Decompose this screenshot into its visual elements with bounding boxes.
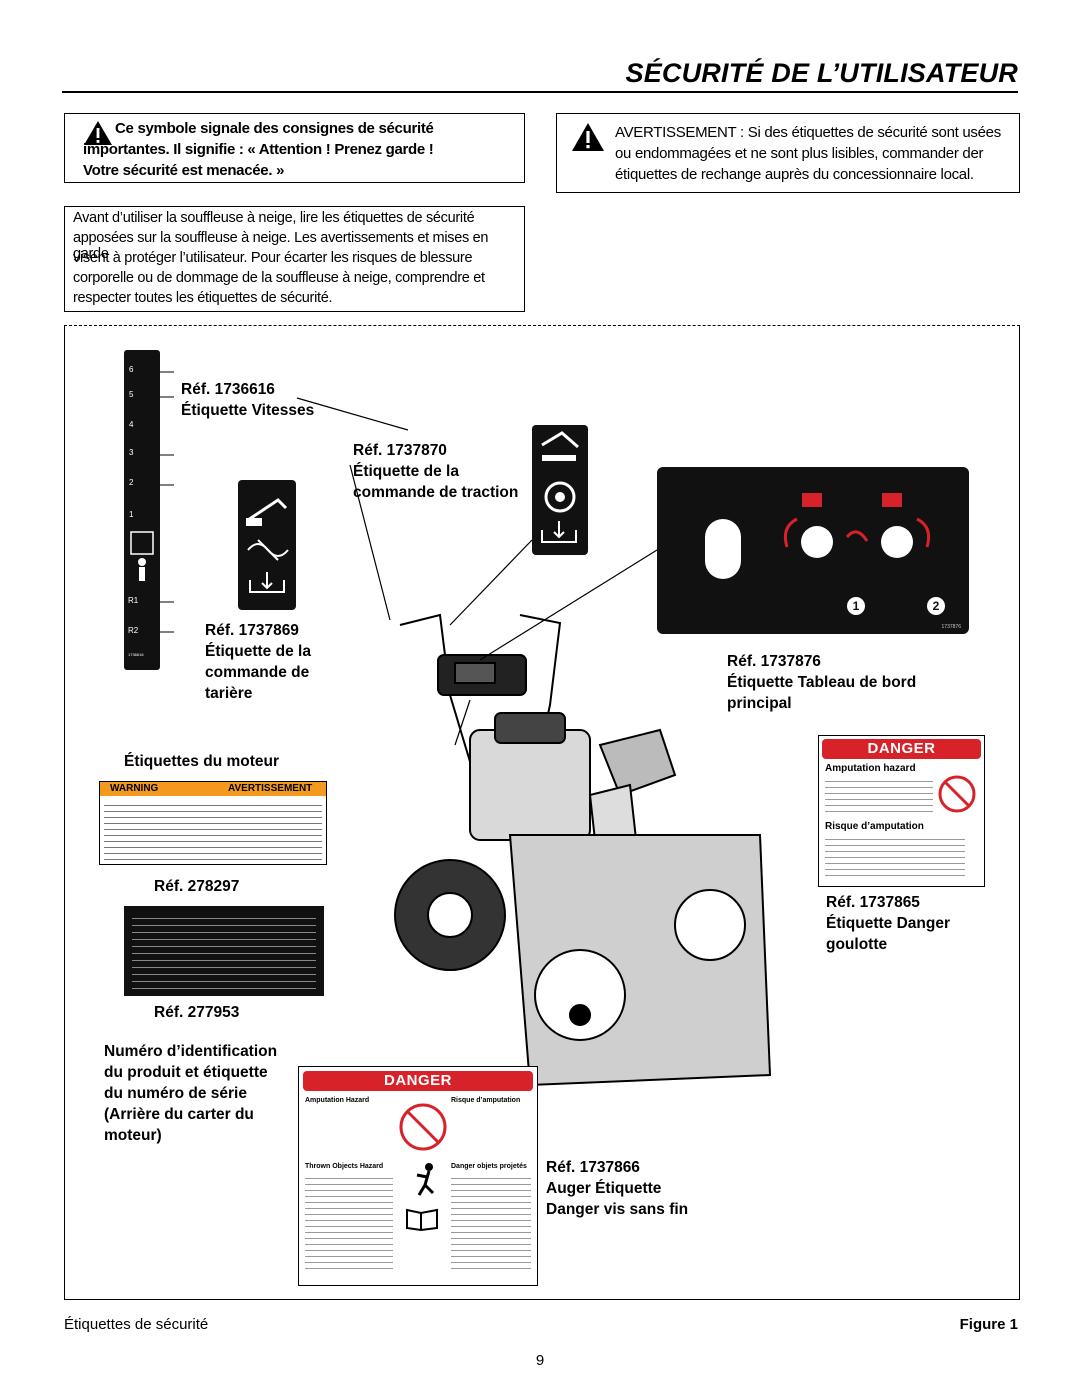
danger-auger-col1-heading: Amputation Hazard (305, 1097, 370, 1104)
danger-auger-en-text (305, 1173, 393, 1269)
engine-warning-fine-print (104, 800, 322, 860)
dash-red-figure-2 (882, 493, 902, 507)
intro-line3: visent à protéger l’utilisateur. Pour éc… (73, 250, 473, 266)
etq-vis-1: Auger Étiquette (546, 1180, 662, 1197)
speed-tick-4: 4 (129, 420, 134, 429)
speed-tick-r1: R1 (128, 596, 139, 605)
intro-line5: respecter toutes les étiquettes de sécur… (73, 290, 333, 306)
dash-oval-key (705, 519, 741, 579)
traction-control-label-graphic (532, 425, 588, 555)
ref-1737876: Réf. 1737876 (727, 653, 821, 670)
ref-1737870: Réf. 1737870 (353, 442, 447, 459)
danger-auger-col2-heading: Risque d’amputation (451, 1097, 521, 1104)
danger-auger-label: DANGER Amputation Hazard Risque d’amputa… (298, 1066, 538, 1286)
etq-goulotte-1: Étiquette Danger (826, 915, 951, 932)
ident-2: du produit et étiquette (104, 1064, 268, 1081)
dash-panel-label: 1 2 1737876 (657, 467, 969, 634)
speed-tick-1: 1 (129, 510, 134, 519)
danger-chute-label: DANGER Amputation hazard Risque d’amputa… (818, 735, 985, 887)
etq-tableau-1: Étiquette Tableau de bord (727, 674, 917, 691)
speed-part-no: 1736616 (128, 652, 144, 657)
avertissement-line1: AVERTISSEMENT : Si des étiquettes de séc… (615, 124, 1001, 141)
warning-triangle-icon (572, 123, 604, 151)
safety-symbol-box: Ce symbole signale des consignes de sécu… (64, 113, 525, 183)
danger-chute-fr-heading: Risque d’amputation (825, 821, 924, 832)
manual-book-icon (406, 1208, 438, 1231)
etq-moteur: Étiquettes du moteur (124, 753, 280, 770)
thrown-objects-icon (416, 1163, 435, 1196)
engine-warning-fr: AVERTISSEMENT (228, 783, 313, 794)
figure-frame (64, 325, 1020, 1300)
ident-1: Numéro d’identification (104, 1043, 278, 1060)
danger-auger-fr-text (451, 1173, 531, 1269)
dash-num-2: 2 (927, 597, 945, 615)
header-rule (62, 91, 1018, 93)
avertissement-box: AVERTISSEMENT : Si des étiquettes de séc… (556, 113, 1020, 193)
speed-tick-marks (160, 371, 174, 633)
safety-symbol-line3: Votre sécurité est menacée. » (83, 162, 285, 179)
etq-goulotte-2: goulotte (826, 936, 888, 953)
intro-line1: Avant d’utiliser la souffleuse à neige, … (73, 210, 475, 226)
etq-tableau-2: principal (727, 695, 792, 712)
safety-symbol-line2: importantes. Il signifie : « Attention !… (83, 141, 434, 158)
engine-warning-en: WARNING (110, 783, 159, 794)
no-hands-icon (938, 775, 976, 813)
traction-lever-icon (541, 431, 579, 543)
speed-tick-r2: R2 (128, 626, 139, 635)
ref-1737865: Réf. 1737865 (826, 894, 920, 911)
auger-hazard-icon (399, 1103, 447, 1151)
danger-thrown-en: Thrown Objects Hazard (305, 1163, 384, 1170)
engine-warning-label: WARNING AVERTISSEMENT (99, 781, 327, 865)
etq-tariere-3: tarière (205, 685, 253, 702)
ident-4: (Arrière du carter du (104, 1106, 254, 1123)
ident-3: du numéro de série (104, 1085, 247, 1102)
warning-triangle-icon (84, 121, 112, 145)
danger-chute-en-heading: Amputation hazard (825, 763, 916, 774)
speed-tick-6: 6 (129, 365, 134, 374)
etq-tariere-2: commande de (205, 664, 310, 681)
dash-num-1: 1 (847, 597, 865, 615)
danger-chute-banner: DANGER (822, 739, 981, 759)
danger-auger-banner: DANGER (303, 1071, 533, 1091)
figure-caption: Étiquettes de sécurité (64, 1316, 209, 1333)
auger-lever-icon (246, 498, 289, 593)
dash-part-no: 1737876 (941, 624, 961, 630)
ref-278297: Réf. 278297 (154, 878, 240, 895)
avertissement-line2: ou endommagées et ne sont plus lisibles,… (615, 145, 984, 162)
etq-vitesses: Étiquette Vitesses (181, 402, 315, 419)
ident-5: moteur) (104, 1127, 162, 1144)
dash-red-figure-1 (802, 493, 822, 507)
intro-box: Avant d’utiliser la souffleuse à neige, … (64, 206, 525, 312)
page-number: 9 (535, 1352, 545, 1369)
intro-line2: apposées sur la souffleuse à neige. Les … (73, 230, 489, 262)
speed-tick-5: 5 (129, 390, 134, 399)
avertissement-line3: étiquettes de rechange auprès du concess… (615, 166, 974, 183)
danger-chute-en-text (825, 776, 933, 816)
engine-info-plate (124, 906, 324, 996)
etq-vis-2: Danger vis sans fin (546, 1201, 689, 1218)
auger-control-label-graphic (238, 480, 296, 610)
dash-operator-icons (783, 517, 931, 558)
engine-warning-header (100, 782, 326, 796)
danger-thrown-fr: Danger objets projetés (451, 1163, 527, 1170)
etq-tariere-1: Étiquette de la (205, 643, 311, 660)
speed-operator-icon (130, 531, 154, 581)
ref-1737869: Réf. 1737869 (205, 622, 299, 639)
intro-line4: corporelle ou de dommage de la souffleus… (73, 270, 485, 286)
etq-traction-1: Étiquette de la (353, 463, 459, 480)
figure-number: Figure 1 (959, 1316, 1018, 1333)
snowblower-illustration (394, 613, 772, 1087)
safety-symbol-line1: Ce symbole signale des consignes de sécu… (115, 120, 434, 137)
etq-traction-2: commande de traction (353, 484, 519, 501)
engine-info-fine-print (132, 912, 316, 990)
speed-tick-3: 3 (129, 448, 134, 457)
page-section-title: SÉCURITÉ DE L’UTILISATEUR (625, 58, 1018, 88)
ref-1736616: Réf. 1736616 (181, 381, 275, 398)
danger-chute-fr-text (825, 834, 965, 878)
speed-label-strip: 6 5 4 3 2 1 R1 R2 1736616 (124, 350, 160, 670)
ref-1737866: Réf. 1737866 (546, 1159, 640, 1176)
speed-tick-2: 2 (129, 478, 134, 487)
ref-277953: Réf. 277953 (154, 1004, 240, 1021)
